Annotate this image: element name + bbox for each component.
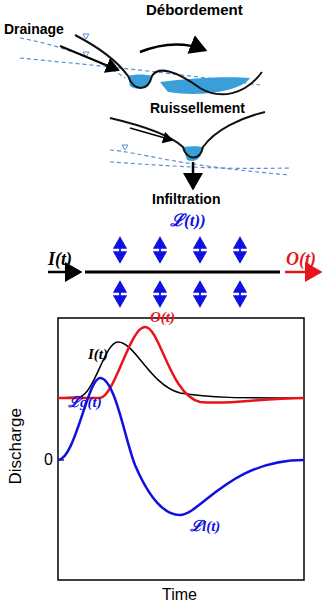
region-label: Drainage [4, 22, 64, 37]
region-label: Débordement [146, 2, 243, 19]
flux-label: ℒ(t)) [170, 212, 206, 231]
series-label: I(t) [88, 346, 108, 363]
flux-label: I(t) [48, 250, 72, 270]
region-label: Ruissellement [150, 101, 245, 116]
reach-schematic [48, 238, 320, 306]
series-label: ℒg(t) [68, 394, 102, 411]
hydrograph [58, 318, 304, 580]
region-label: Infiltration [152, 192, 220, 207]
flux-label: O(t) [286, 250, 316, 270]
axis-title: Discharge [7, 408, 26, 485]
series-label: O(t) [150, 309, 175, 326]
axis-tick: 0 [44, 451, 53, 469]
valley-infiltration [110, 112, 290, 188]
axis-title: Time [162, 586, 197, 604]
valley-overflow [20, 34, 262, 94]
series-label: ℒl(t) [190, 518, 220, 535]
